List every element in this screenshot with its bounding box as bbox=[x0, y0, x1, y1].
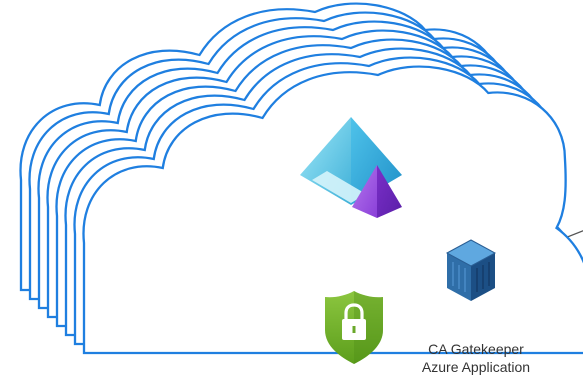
app-label: CA Gatekeeper Azure Application bbox=[386, 340, 566, 376]
azure-active-directory-icon bbox=[300, 117, 402, 218]
security-shield-lock-icon bbox=[325, 291, 383, 364]
app-label-line1: CA Gatekeeper bbox=[428, 341, 524, 357]
cloud-stack bbox=[19, 2, 583, 355]
azure-application-cube-icon[interactable] bbox=[445, 239, 497, 301]
app-label-line2: Azure Application bbox=[421, 359, 531, 375]
